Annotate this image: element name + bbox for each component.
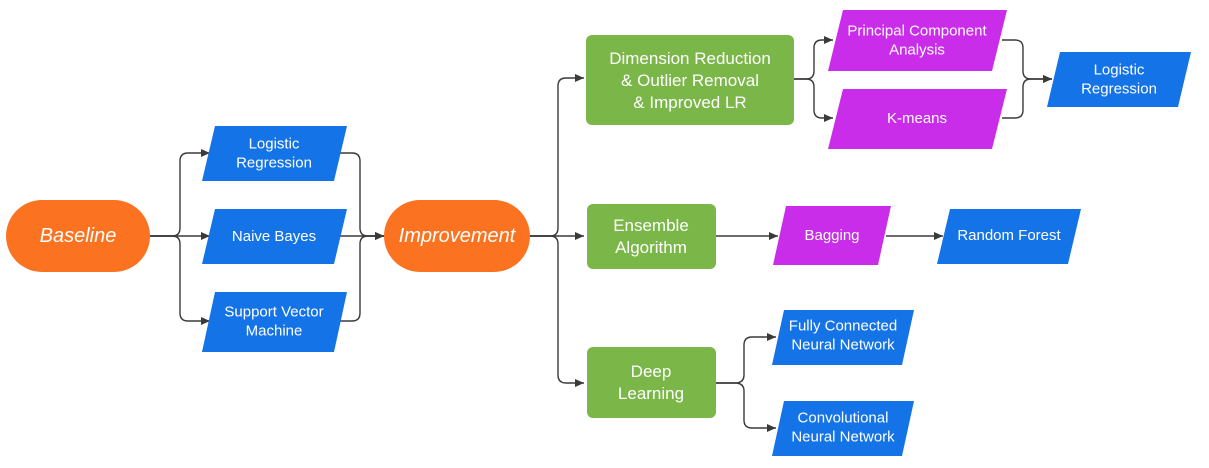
node-label-line: Fully Connected bbox=[789, 317, 897, 334]
connector-improvement-dimension-reduction bbox=[530, 74, 584, 237]
node-label-line: Regression bbox=[236, 154, 312, 171]
node-label-line: Random Forest bbox=[957, 227, 1061, 244]
connector-pca-logistic-regression bbox=[1002, 39, 1052, 83]
node-label-line: Neural Network bbox=[791, 336, 895, 353]
node-label-line: Dimension Reduction bbox=[609, 49, 771, 68]
node-kmeans: K-means bbox=[828, 89, 1007, 149]
connector-baseline-svm bbox=[150, 235, 210, 325]
node-improvement: Improvement bbox=[384, 200, 530, 272]
node-label-line: Regression bbox=[1081, 80, 1157, 97]
node-label: Naive Bayes bbox=[232, 228, 316, 245]
node-label: K-means bbox=[887, 110, 947, 127]
connectors bbox=[150, 36, 1052, 432]
node-naive-bayes: Naive Bayes bbox=[202, 209, 347, 264]
node-baseline: Baseline bbox=[6, 200, 150, 272]
node-label-line: Baseline bbox=[40, 225, 117, 247]
connector-baseline-logistic-regression bbox=[150, 149, 210, 237]
node-label: Random Forest bbox=[957, 227, 1061, 244]
connector-improvement-deep-learning bbox=[530, 235, 584, 387]
connector-dimension-reduction-pca bbox=[794, 36, 833, 80]
node-label: Dimension Reduction & Outlier Removal & Im… bbox=[609, 49, 771, 112]
node-dimension-reduction: Dimension Reduction & Outlier Removal & Im… bbox=[586, 35, 794, 125]
node-label-line: Learning bbox=[618, 384, 684, 403]
node-label: Improvement bbox=[399, 225, 517, 247]
connector-svm-improvement bbox=[340, 232, 384, 322]
connector-deep-learning-fcnn bbox=[716, 333, 776, 384]
node-label-line: Improvement bbox=[399, 225, 517, 247]
node-label-line: Algorithm bbox=[615, 238, 687, 257]
node-label-line: Logistic bbox=[249, 135, 300, 152]
node-label-line: Principal Component bbox=[847, 22, 987, 39]
connector-logistic-regression-improvement bbox=[340, 152, 384, 240]
node-label-line: Support Vector bbox=[224, 303, 323, 320]
node-label-line: Convolutional bbox=[798, 409, 889, 426]
node-label-line: Deep bbox=[631, 362, 672, 381]
node-label-line: Analysis bbox=[889, 41, 945, 58]
node-label-line: K-means bbox=[887, 110, 947, 127]
node-label-line: & Outlier Removal bbox=[621, 71, 759, 90]
connector-kmeans-logistic-regression bbox=[1002, 75, 1052, 119]
node-label-line: & Improved LR bbox=[633, 93, 746, 112]
node-label-line: Naive Bayes bbox=[232, 228, 316, 245]
node-label-line: Logistic bbox=[1094, 61, 1145, 78]
node-label: Baseline bbox=[40, 225, 117, 247]
node-label-line: Neural Network bbox=[791, 428, 895, 445]
node-label: Bagging bbox=[804, 227, 859, 244]
node-label-line: Ensemble bbox=[613, 216, 689, 235]
connector-deep-learning-cnn bbox=[716, 382, 776, 432]
node-bagging: Bagging bbox=[773, 206, 891, 265]
node-label-line: Machine bbox=[246, 322, 303, 339]
connector-dimension-reduction-kmeans bbox=[794, 78, 833, 122]
node-random-forest: Random Forest bbox=[937, 209, 1081, 264]
node-label-line: Bagging bbox=[804, 227, 859, 244]
